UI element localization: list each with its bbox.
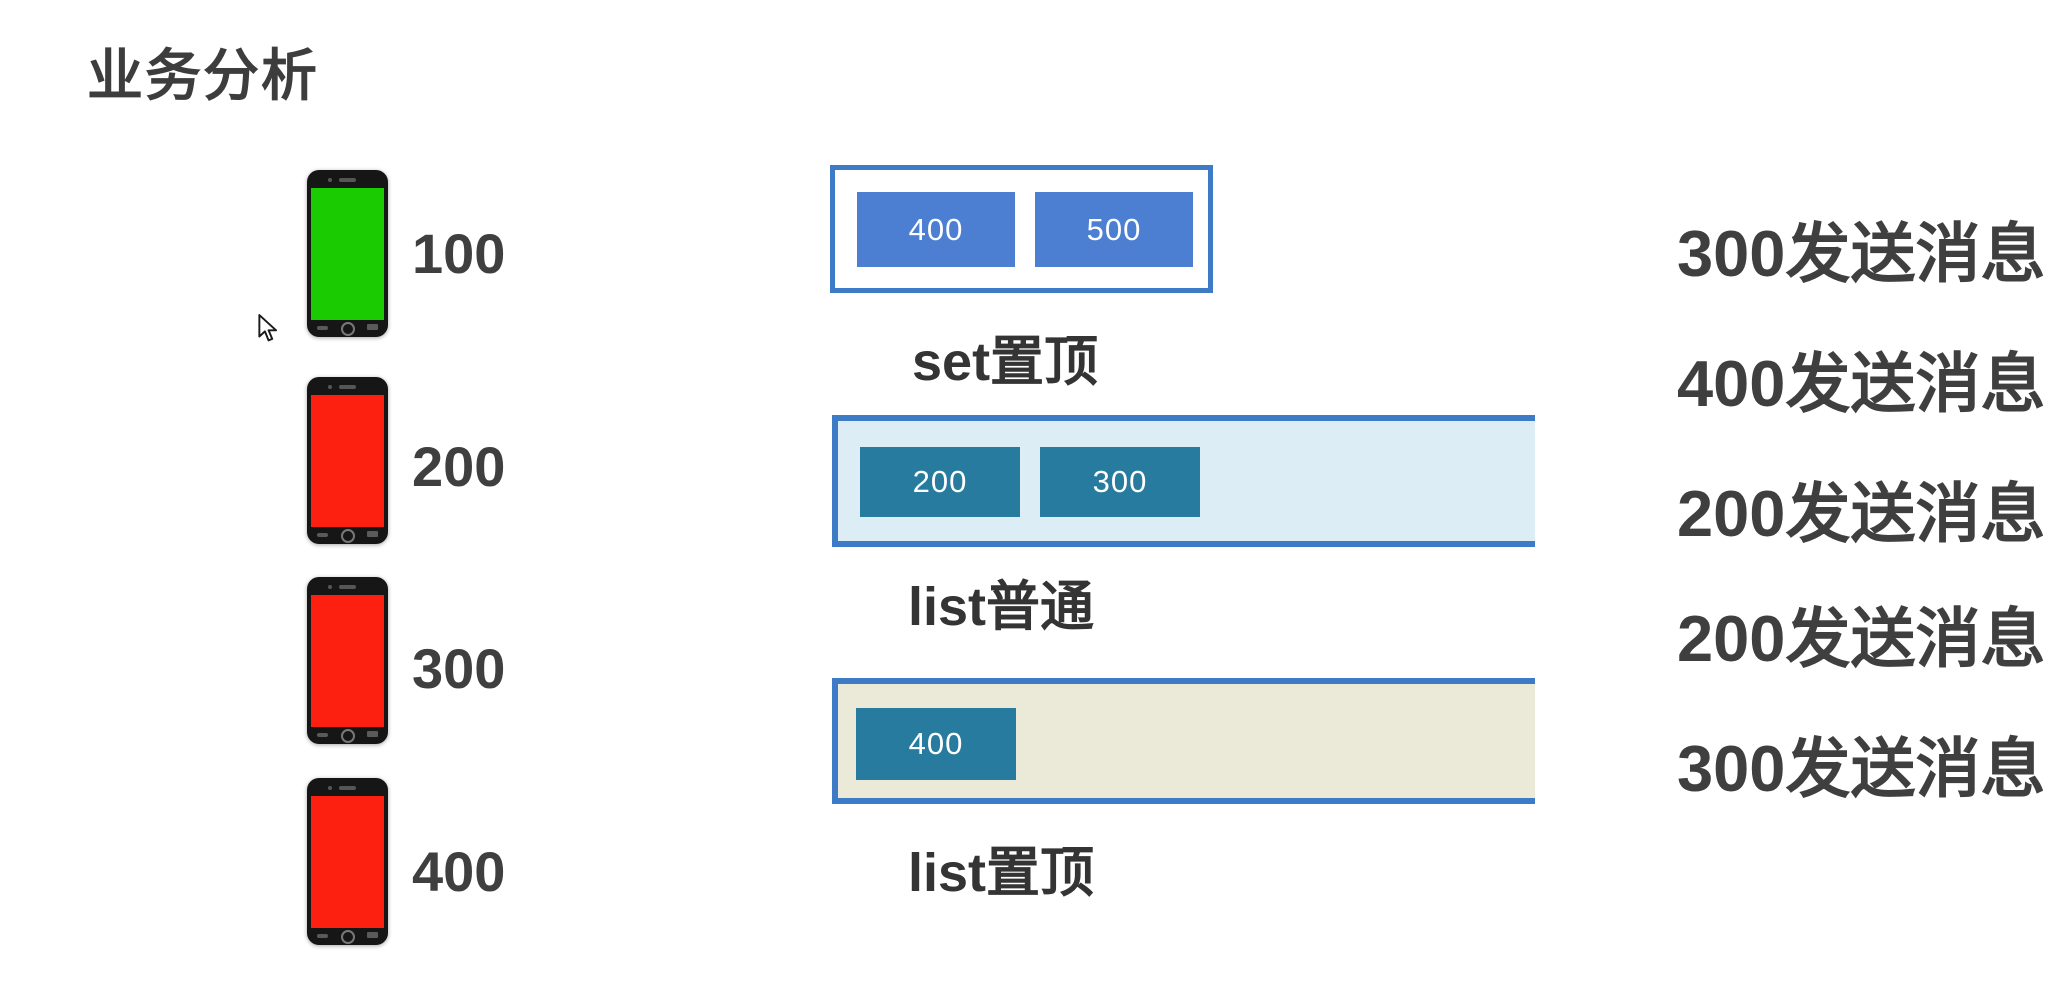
- set-top-chip-500: 500: [1035, 192, 1193, 267]
- phone-menu-key: [367, 324, 378, 330]
- phone-speaker: [339, 585, 356, 589]
- phone-screen-green: [311, 188, 384, 320]
- list-top-chip-400: 400: [856, 708, 1016, 780]
- list-top-container: 400: [832, 678, 1535, 804]
- phone-device-400: [307, 778, 388, 945]
- phone-back-key: [317, 934, 328, 938]
- message-event-1: 300发送消息: [1677, 217, 2046, 290]
- phone-screen-red: [311, 796, 384, 928]
- phone-home-button: [340, 729, 355, 743]
- phone-menu-key: [367, 731, 378, 737]
- phone-menu-key: [367, 932, 378, 938]
- set-top-label: set置顶: [912, 332, 1099, 392]
- phone-camera-dot: [328, 385, 332, 389]
- set-top-chip-400: 400: [857, 192, 1015, 267]
- message-event-5: 300发送消息: [1677, 732, 2046, 805]
- list-normal-label: list普通: [908, 577, 1095, 637]
- phone-camera-dot: [328, 178, 332, 182]
- phone-label-300: 300: [412, 637, 506, 700]
- phone-speaker: [339, 178, 356, 182]
- phone-home-button: [340, 322, 355, 336]
- page-title: 业务分析: [87, 44, 319, 107]
- phone-speaker: [339, 385, 356, 389]
- phone-device-300: [307, 577, 388, 744]
- phone-back-key: [317, 533, 328, 537]
- phone-menu-key: [367, 531, 378, 537]
- phone-home-button: [340, 930, 355, 944]
- message-event-3: 200发送消息: [1677, 477, 2046, 550]
- phone-home-button: [340, 529, 355, 543]
- message-event-2: 400发送消息: [1677, 347, 2046, 420]
- list-normal-chip-300: 300: [1040, 447, 1200, 517]
- phone-camera-dot: [328, 786, 332, 790]
- list-top-label: list置顶: [908, 843, 1095, 903]
- list-normal-container: 200 300: [832, 415, 1535, 547]
- phone-camera-dot: [328, 585, 332, 589]
- phone-back-key: [317, 326, 328, 330]
- phone-speaker: [339, 786, 356, 790]
- phone-screen-red: [311, 595, 384, 727]
- phone-label-200: 200: [412, 435, 506, 498]
- set-top-container: 400 500: [830, 165, 1213, 293]
- phone-device-100: [307, 170, 388, 337]
- list-normal-chip-200: 200: [860, 447, 1020, 517]
- mouse-cursor-icon: [258, 314, 278, 342]
- phone-device-200: [307, 377, 388, 544]
- message-event-4: 200发送消息: [1677, 602, 2046, 675]
- phone-label-100: 100: [412, 222, 506, 285]
- phone-back-key: [317, 733, 328, 737]
- phone-label-400: 400: [412, 840, 506, 903]
- phone-screen-red: [311, 395, 384, 527]
